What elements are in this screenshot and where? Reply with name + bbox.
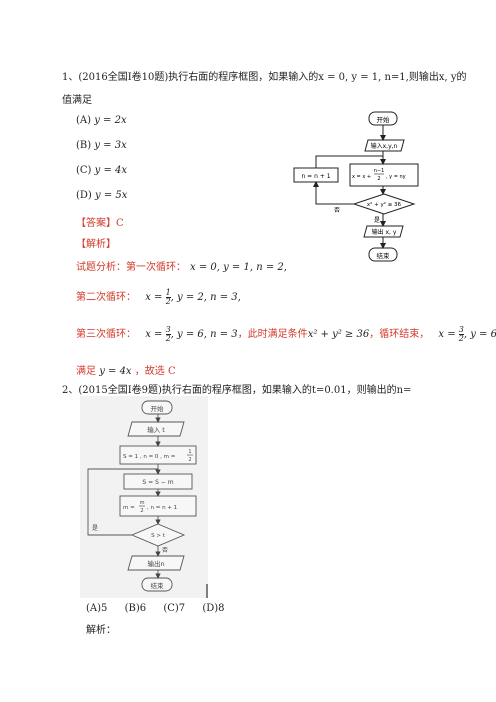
q2-flow-step1-text: S = S − m <box>142 479 173 486</box>
q1-stem-line1: 1、(2016全国Ⅰ卷10题)执行右面的程序框图，如果输入的x = 0, y =… <box>62 72 467 83</box>
q2-option-c: (C)7 <box>163 603 186 614</box>
q2-flow-start-text: 开始 <box>151 404 165 413</box>
q2-flow-step2-num: m <box>140 500 145 506</box>
q1-flow-no-label: 否 <box>334 207 340 214</box>
q1-flowchart: 开始 输入x,y,n x = x + n−1 2 , y = ny n = n … <box>293 111 419 262</box>
q1-option-b: (B) y = 3x <box>76 140 127 151</box>
q1-flow-increment-text: n = n + 1 <box>301 173 330 180</box>
q2-flow-init-den: 2 <box>188 457 191 463</box>
q1-analysis-title: 【解析】 <box>76 239 116 250</box>
q1-flow-update-den: 2 <box>377 176 380 182</box>
q2-options: (A)5 (B)6 (C)7 (D)8 <box>86 603 225 614</box>
q2-flow-output <box>127 555 185 571</box>
q2-flowchart: 开始 输入 t S = 1 , n = 0 , m = 1 2 S = S − … <box>80 396 208 598</box>
q1-flow-start-text: 开始 <box>377 115 391 124</box>
q2-stem: 2、(2015全国Ⅰ卷9题)执行右面的程序框图，如果输入的t=0.01，则输出的… <box>62 385 412 396</box>
q2-flow-no-label: 否 <box>162 547 168 554</box>
q1-stem-line2: 值满足 <box>62 95 92 106</box>
q1-flow-output-text: 输出 x, y <box>372 228 397 236</box>
q2-flow-output-text: 输出n <box>147 559 164 568</box>
q2-flow-yes-label: 是 <box>92 525 98 532</box>
q2-flow-end-text: 结束 <box>151 581 165 590</box>
q1-answer: 【答案】C <box>76 218 124 229</box>
q2-flow-init-pre: S = 1 , n = 0 , m = <box>123 454 176 460</box>
q2-option-a: (A)5 <box>86 603 108 614</box>
q1-flow-cond-text: x² + y² ≥ 36 <box>367 201 402 208</box>
q2-flow-start <box>141 400 173 415</box>
q2-flow-step2-pre: m = <box>123 505 135 511</box>
q1-analysis-line1: 试题分析：第一次循环：x = 0, y = 1, n = 2, <box>76 262 287 273</box>
q1-option-d: (D) y = 5x <box>76 190 128 201</box>
q1-flow-update-num: n−1 <box>374 168 385 174</box>
q1-option-a: (A) y = 2x <box>76 115 127 126</box>
q2-flow-step2-post: , n = n + 1 <box>147 505 177 511</box>
q2-option-b: (B)6 <box>124 603 147 614</box>
q1-flow-update-pre: x = x + <box>352 174 371 180</box>
q1-flow-output <box>363 225 404 238</box>
q1-analysis-line4: 满足 y = 4x ，故选 C <box>76 366 176 377</box>
q1-flow-input <box>364 139 405 152</box>
q1-flow-input-text: 输入x,y,n <box>371 142 398 150</box>
q2-flow-init-num: 1 <box>188 449 191 455</box>
q1-flow-yes-label: 是 <box>374 217 380 224</box>
q1-flow-end-text: 结束 <box>377 251 391 260</box>
q2-flow-cond-text: S > t <box>151 533 166 539</box>
q1-option-c: (C) y = 4x <box>76 165 128 176</box>
q1-flow-update-post: , y = ny <box>386 174 406 180</box>
q2-flow-step2-den: 2 <box>140 508 143 514</box>
q2-option-d: (D)8 <box>202 603 225 614</box>
q1-flow-condition <box>352 193 416 215</box>
q2-analysis: 解析： <box>86 625 116 636</box>
q2-flow-input <box>127 421 185 437</box>
q2-flow-input-text: 输入 t <box>147 425 165 434</box>
